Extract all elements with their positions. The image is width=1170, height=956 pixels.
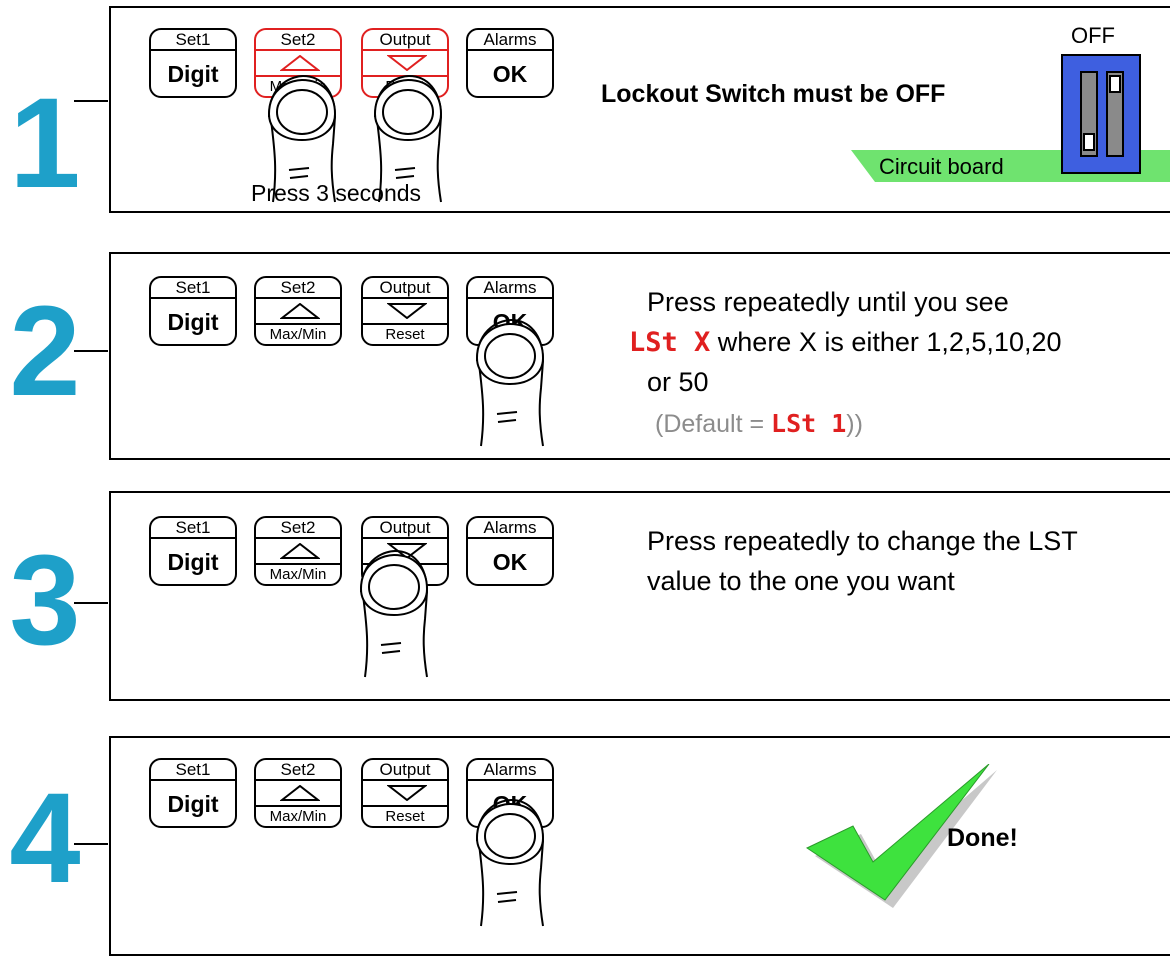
output-key-top-label: Output <box>363 760 447 781</box>
digit-label: Digit <box>151 781 235 826</box>
alarms-key[interactable]: Alarms OK <box>466 28 554 98</box>
down-arrow-icon <box>387 55 427 71</box>
alarms-key[interactable]: Alarms OK <box>466 516 554 586</box>
step-4-number: 4 <box>0 775 90 903</box>
set2-key[interactable]: Set2 Max/Min <box>254 516 342 586</box>
alarms-key-top-label: Alarms <box>468 760 552 781</box>
reset-label: Reset <box>363 805 447 826</box>
set1-key[interactable]: Set1 Digit <box>149 28 237 98</box>
set1-key-top-label: Set1 <box>151 518 235 539</box>
dip-switch-icon <box>1061 54 1141 174</box>
circuit-board-label: Circuit board <box>879 153 1004 181</box>
ok-label: OK <box>468 51 552 96</box>
press-3-seconds-caption: Press 3 seconds <box>251 178 421 208</box>
default-note: (Default = LSt 1)) <box>655 406 863 442</box>
up-arrow-icon <box>280 785 320 801</box>
set1-key[interactable]: Set1 Digit <box>149 758 237 828</box>
down-arrow-icon <box>387 303 427 319</box>
set2-key-top-label: Set2 <box>256 760 340 781</box>
up-arrow-icon <box>280 543 320 559</box>
digit-label: Digit <box>151 299 235 344</box>
max-min-label: Max/Min <box>256 323 340 344</box>
set2-key-top-label: Set2 <box>256 30 340 51</box>
set1-key-top-label: Set1 <box>151 278 235 299</box>
set2-key[interactable]: Set2 Max/Min <box>254 276 342 346</box>
set2-key-top-label: Set2 <box>256 518 340 539</box>
step-4-leader <box>74 843 108 845</box>
step-2-line-2-text: where X is either 1,2,5,10,20 <box>710 327 1061 357</box>
set1-key-top-label: Set1 <box>151 760 235 781</box>
set1-key[interactable]: Set1 Digit <box>149 516 237 586</box>
alarms-key-top-label: Alarms <box>468 518 552 539</box>
default-prefix: (Default = <box>655 410 771 438</box>
default-code-display: LSt 1 <box>771 409 846 438</box>
lst-code-display: LSt X <box>629 327 710 358</box>
finger-icon <box>357 547 433 677</box>
output-key-top-label: Output <box>363 278 447 299</box>
up-arrow-icon <box>280 303 320 319</box>
up-arrow-icon <box>280 55 320 71</box>
ok-label: OK <box>468 539 552 584</box>
step-3-line-1: Press repeatedly to change the LST <box>647 523 1078 559</box>
step-2-line-1: Press repeatedly until you see <box>647 284 1009 320</box>
finger-icon <box>473 316 549 446</box>
output-key-top-label: Output <box>363 518 447 539</box>
step-2-leader <box>74 350 108 352</box>
alarms-key-top-label: Alarms <box>468 278 552 299</box>
output-key[interactable]: Output Reset <box>361 276 449 346</box>
step-3-leader <box>74 602 108 604</box>
set2-key-top-label: Set2 <box>256 278 340 299</box>
digit-label: Digit <box>151 51 235 96</box>
down-arrow-icon <box>387 785 427 801</box>
set1-key[interactable]: Set1 Digit <box>149 276 237 346</box>
step-2-number: 2 <box>0 288 90 416</box>
step-4-panel: Set1 Digit Set2 Max/Min Output Reset Ala… <box>109 736 1170 956</box>
done-label: Done! <box>947 820 1018 856</box>
finger-icon <box>473 796 549 926</box>
lockout-instruction: Lockout Switch must be OFF <box>601 76 945 112</box>
max-min-label: Max/Min <box>256 805 340 826</box>
step-3-panel: Set1 Digit Set2 Max/Min Output Reset Ala… <box>109 491 1170 701</box>
default-suffix: )) <box>846 410 863 438</box>
step-2-panel: Set1 Digit Set2 Max/Min Output Reset Ala… <box>109 252 1170 460</box>
digit-label: Digit <box>151 539 235 584</box>
set1-key-top-label: Set1 <box>151 30 235 51</box>
alarms-key-top-label: Alarms <box>468 30 552 51</box>
step-2-line-3: or 50 <box>647 364 709 400</box>
step-3-number: 3 <box>0 537 90 665</box>
step-3-line-2: value to the one you want <box>647 563 955 599</box>
switch-off-label: OFF <box>1071 22 1115 50</box>
output-key[interactable]: Output Reset <box>361 758 449 828</box>
set2-key[interactable]: Set2 Max/Min <box>254 758 342 828</box>
step-1-leader <box>74 100 108 102</box>
max-min-label: Max/Min <box>256 563 340 584</box>
step-1-panel: Set1 Digit Set2 Max/Min Output Reset Ala… <box>109 6 1170 213</box>
output-key-top-label: Output <box>363 30 447 51</box>
step-2-line-2: LSt X where X is either 1,2,5,10,20 <box>629 324 1062 361</box>
reset-label: Reset <box>363 323 447 344</box>
